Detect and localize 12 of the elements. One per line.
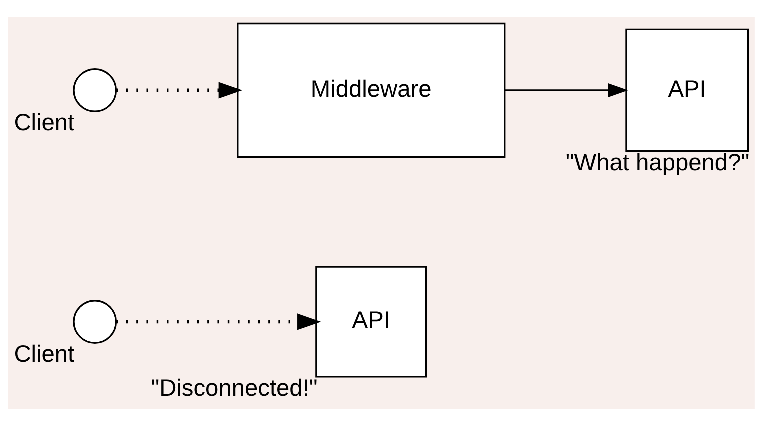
node-box: API	[626, 28, 749, 152]
node-label: Client	[14, 342, 75, 368]
arrow	[116, 82, 243, 98]
node-box: API	[316, 266, 428, 378]
node-label: Client	[14, 110, 75, 136]
arrow	[505, 82, 628, 98]
node-label: "What happend?"	[566, 150, 750, 176]
node-person	[73, 300, 118, 344]
node-person	[73, 68, 118, 112]
node-label: "Disconnected!"	[151, 375, 318, 402]
arrow	[116, 313, 322, 330]
node-box: Middleware	[237, 22, 506, 158]
